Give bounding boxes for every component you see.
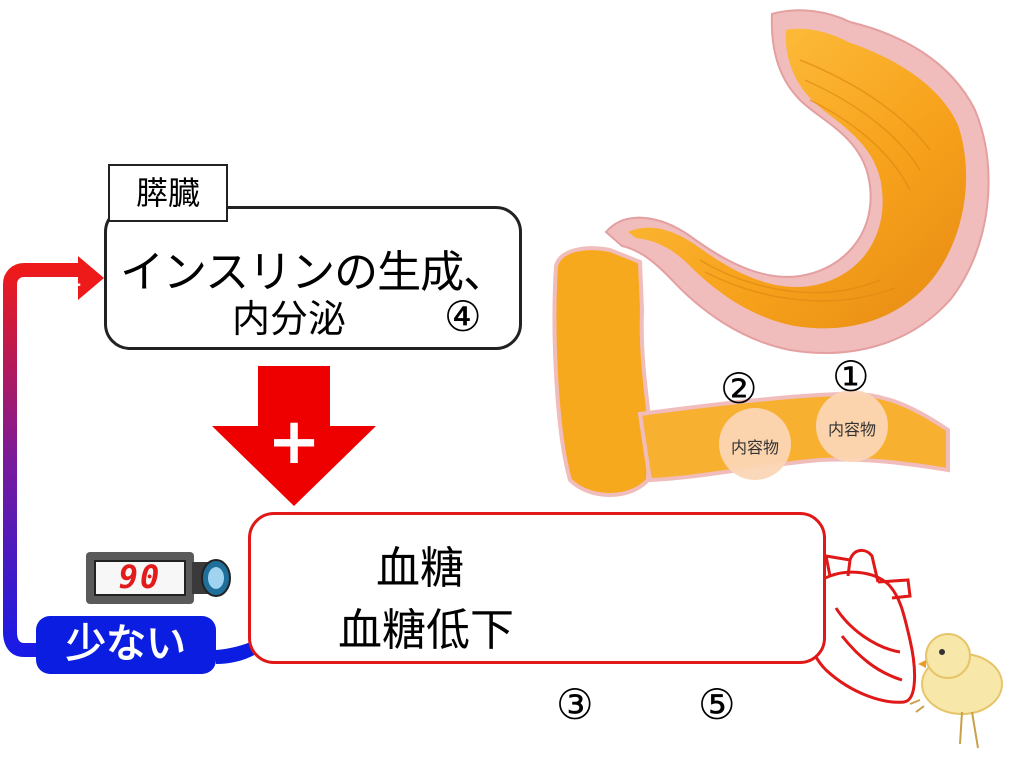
glucose-meter-screen	[94, 560, 186, 596]
step-1-number: ①	[832, 352, 870, 401]
heart-illustration	[804, 549, 917, 704]
hypoglycemia-text: 血糖低下	[338, 605, 514, 656]
feedback-loop-line	[216, 624, 276, 664]
step-3-number: ③	[556, 680, 594, 729]
blood-sugar-box	[248, 512, 826, 664]
insulin-production-text: インスリンの生成、	[120, 247, 507, 298]
chick-mascot	[909, 633, 1003, 749]
low-indicator-pill	[36, 616, 216, 674]
step-4-number: ④	[444, 292, 482, 341]
pancreas-label: 膵臓	[108, 164, 228, 222]
blood-sugar-text: 血糖	[376, 543, 464, 594]
contents-label-1: 内容物	[827, 420, 876, 439]
feedback-loop-arrow	[3, 263, 80, 657]
pancreas-box	[104, 206, 522, 350]
big-plus-sign: +	[267, 405, 321, 479]
small-plus-sign: +	[65, 272, 83, 296]
feedback-arrow-head	[78, 256, 104, 300]
glucose-meter-reading: 90	[118, 558, 162, 596]
meter-lens-icon	[192, 559, 231, 597]
endocrine-text: 内分泌	[232, 297, 347, 341]
step-2-number: ②	[720, 364, 758, 413]
contents-circle-1	[816, 390, 888, 462]
contents-label-2: 内容物	[730, 438, 779, 457]
low-indicator-text: 少ない	[66, 621, 186, 667]
step-5-number: ⑤	[698, 680, 736, 729]
stomach-folds	[699, 59, 931, 302]
big-down-arrow	[212, 366, 376, 506]
duodenum-vertical	[552, 246, 653, 497]
contents-circle-2	[719, 408, 791, 480]
intestine-horizontal	[637, 391, 950, 483]
